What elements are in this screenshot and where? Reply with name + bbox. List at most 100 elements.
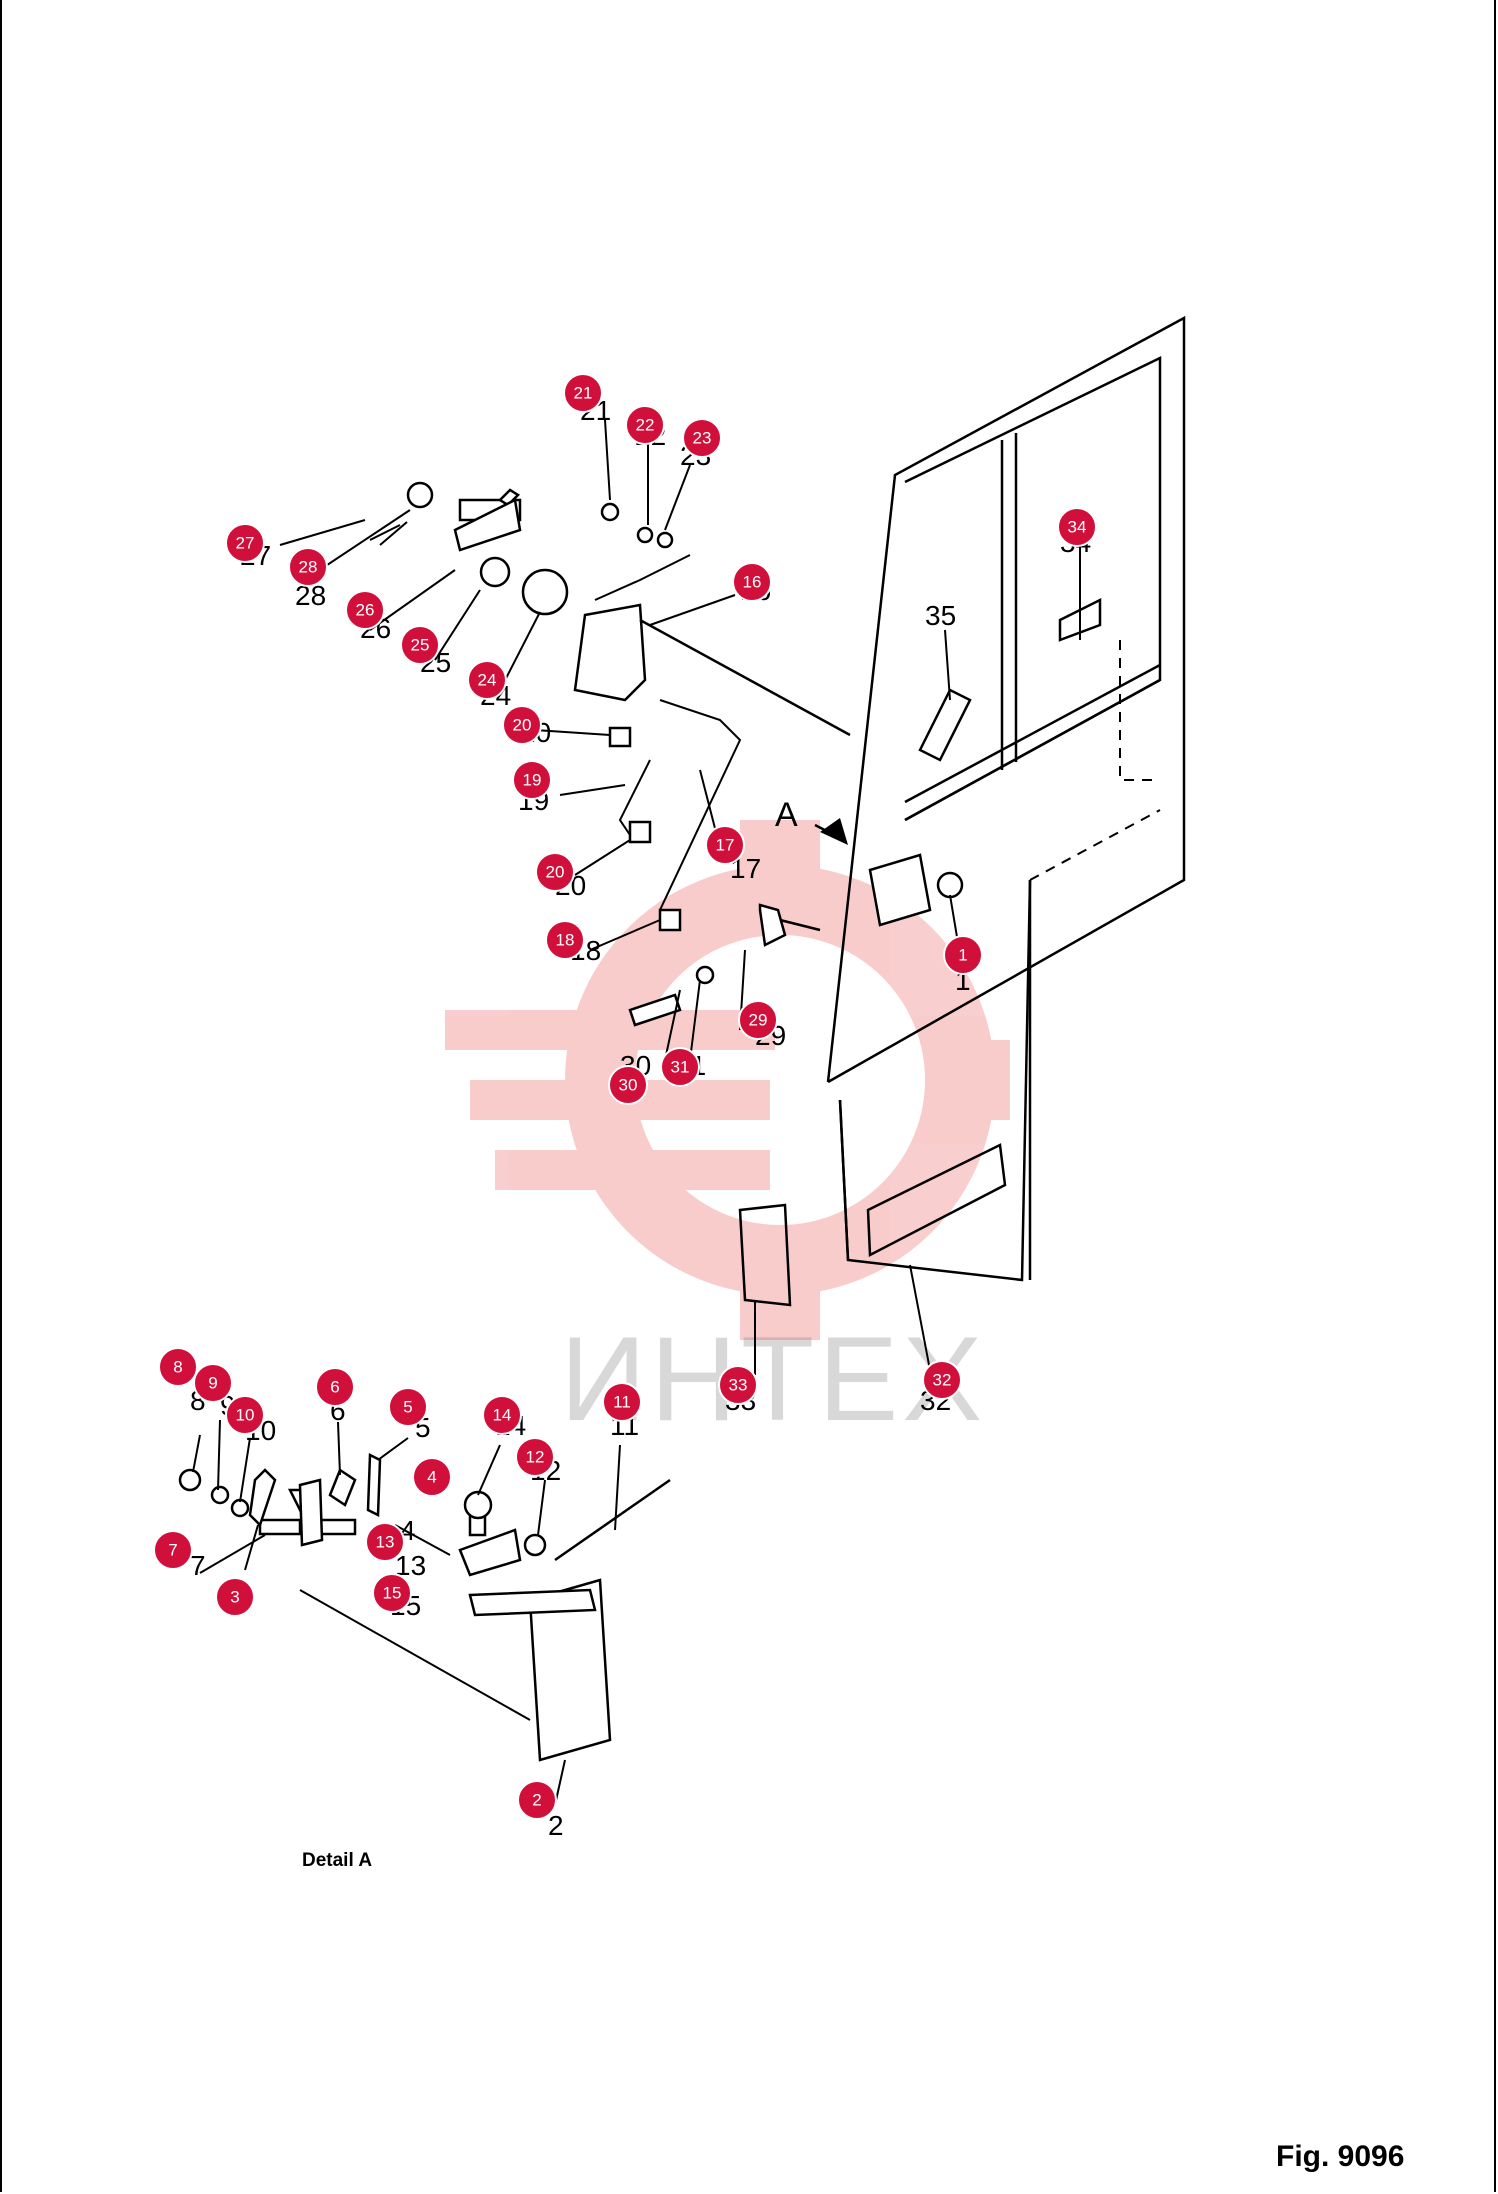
callout-badge-4[interactable]: 4 xyxy=(412,1457,452,1497)
badge-circle xyxy=(738,1000,778,1040)
callout-badge-8[interactable]: 8 xyxy=(158,1347,198,1387)
badge-number: 21 xyxy=(574,384,593,403)
callout-badge-13[interactable]: 13 xyxy=(365,1522,405,1562)
badge-number: 10 xyxy=(236,1406,255,1425)
callout-badge-10[interactable]: 10 xyxy=(225,1395,265,1435)
badge-number: 22 xyxy=(636,416,655,435)
badge-circle xyxy=(625,405,665,445)
callout-badge-6[interactable]: 6 xyxy=(315,1367,355,1407)
badge-circle xyxy=(563,373,603,413)
badge-number: 34 xyxy=(1068,518,1087,537)
badge-circle xyxy=(158,1347,198,1387)
callout-badge-23[interactable]: 23 xyxy=(682,418,722,458)
detail-a-arrow xyxy=(814,818,848,845)
badge-number: 24 xyxy=(478,671,497,690)
printed-number: 7 xyxy=(190,1550,206,1581)
badge-circle xyxy=(365,1522,405,1562)
badge-circle xyxy=(545,920,585,960)
badge-number: 25 xyxy=(411,636,430,655)
callout-badge-12[interactable]: 12 xyxy=(515,1437,555,1477)
badge-number: 8 xyxy=(173,1358,182,1377)
callout-badge-21[interactable]: 21 xyxy=(563,373,603,413)
badge-circle xyxy=(225,523,265,563)
figure-caption: Fig. 9096 xyxy=(1276,2140,1405,2173)
callout-badge-7[interactable]: 7 xyxy=(153,1530,193,1570)
badge-circle xyxy=(922,1360,962,1400)
badge-circle xyxy=(215,1577,255,1617)
callout-badge-5[interactable]: 5 xyxy=(388,1387,428,1427)
badge-circle xyxy=(372,1573,412,1613)
badge-number: 2 xyxy=(532,1791,541,1810)
badge-circle xyxy=(345,590,385,630)
badge-number: 14 xyxy=(493,1406,512,1425)
badge-number: 9 xyxy=(208,1374,217,1393)
badge-number: 28 xyxy=(299,558,318,577)
badge-number: 1 xyxy=(958,946,967,965)
badge-number: 27 xyxy=(236,534,255,553)
badge-number: 5 xyxy=(403,1398,412,1417)
badge-circle xyxy=(400,625,440,665)
badge-circle xyxy=(608,1065,648,1105)
badge-number: 33 xyxy=(729,1376,748,1395)
callout-badge-22[interactable]: 22 xyxy=(625,405,665,445)
badge-number: 30 xyxy=(619,1076,638,1095)
badge-circle xyxy=(512,760,552,800)
callout-badge-33[interactable]: 33 xyxy=(718,1365,758,1405)
callout-badge-14[interactable]: 14 xyxy=(482,1395,522,1435)
callout-badge-1[interactable]: 1 xyxy=(943,935,983,975)
callout-badge-9[interactable]: 9 xyxy=(193,1363,233,1403)
badge-number: 11 xyxy=(613,1393,631,1412)
badge-circle xyxy=(288,547,328,587)
callout-badge-19[interactable]: 19 xyxy=(512,760,552,800)
badge-circle xyxy=(660,1047,700,1087)
badge-number: 6 xyxy=(330,1378,339,1397)
badge-circle xyxy=(705,825,745,865)
watermark-text: ИНТЕХ xyxy=(560,1312,987,1446)
badge-circle xyxy=(718,1365,758,1405)
callout-badge-20b[interactable]: 20 xyxy=(535,852,575,892)
detail-label: Detail A xyxy=(302,1850,373,1871)
callout-badge-29[interactable]: 29 xyxy=(738,1000,778,1040)
callout-badge-24[interactable]: 24 xyxy=(467,660,507,700)
callout-badge-31[interactable]: 31 xyxy=(660,1047,700,1087)
badge-circle xyxy=(732,562,772,602)
badge-number: 19 xyxy=(523,771,542,790)
callout-badge-16[interactable]: 16 xyxy=(732,562,772,602)
badge-number: 18 xyxy=(556,931,575,950)
badge-number: 13 xyxy=(376,1533,395,1552)
callout-badge-2[interactable]: 2 xyxy=(517,1780,557,1820)
callout-badge-28[interactable]: 28 xyxy=(288,547,328,587)
badge-number: 3 xyxy=(230,1588,239,1607)
printed-number: 35 xyxy=(925,600,956,631)
callout-badge-20[interactable]: 20 xyxy=(502,705,542,745)
latch-mechanism xyxy=(369,481,964,1027)
badge-circle xyxy=(682,418,722,458)
badge-number: 26 xyxy=(356,601,375,620)
callout-badge-32[interactable]: 32 xyxy=(922,1360,962,1400)
badge-circle xyxy=(943,935,983,975)
badge-circle xyxy=(1057,507,1097,547)
badge-circle xyxy=(482,1395,522,1435)
badge-number: 17 xyxy=(716,836,735,855)
callout-badge-18[interactable]: 18 xyxy=(545,920,585,960)
callout-badge-27[interactable]: 27 xyxy=(225,523,265,563)
badge-circle xyxy=(388,1387,428,1427)
leader-lines xyxy=(192,419,1081,1806)
detail-arrow-label: A xyxy=(775,796,798,834)
callout-badge-34[interactable]: 34 xyxy=(1057,507,1097,547)
badge-number: 20 xyxy=(513,716,532,735)
callout-badge-30[interactable]: 30 xyxy=(608,1065,648,1105)
badge-number: 29 xyxy=(749,1011,768,1030)
callout-badge-25[interactable]: 25 xyxy=(400,625,440,665)
badge-circle xyxy=(515,1437,555,1477)
callout-badge-26[interactable]: 26 xyxy=(345,590,385,630)
badge-circle xyxy=(535,852,575,892)
callout-badge-15[interactable]: 15 xyxy=(372,1573,412,1613)
callout-badges: 1234567891011121314151617181920202122232… xyxy=(153,373,1097,1820)
detail-a-parts xyxy=(178,1453,671,1762)
callout-badge-3[interactable]: 3 xyxy=(215,1577,255,1617)
callout-badge-17[interactable]: 17 xyxy=(705,825,745,865)
callout-badge-11[interactable]: 11 xyxy=(602,1382,642,1422)
badge-circle xyxy=(412,1457,452,1497)
